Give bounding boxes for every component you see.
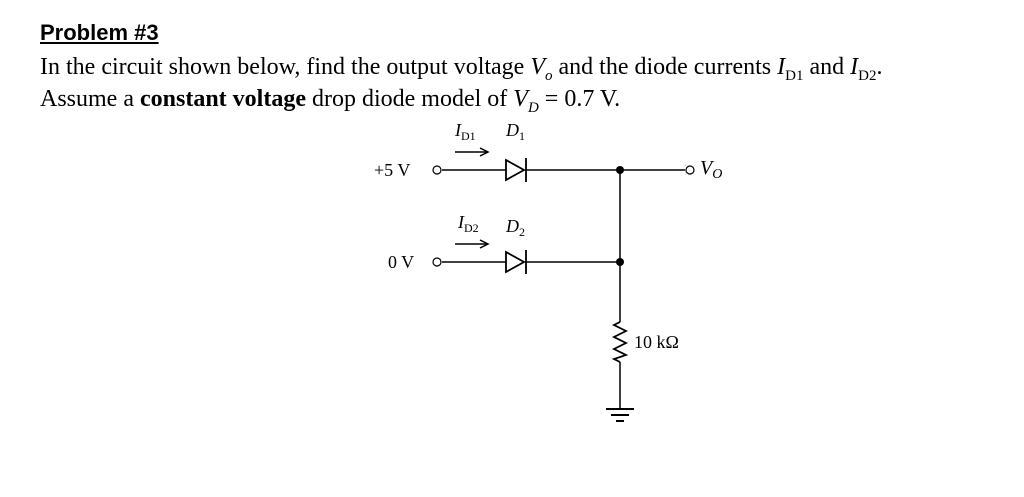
input2-voltage-label: 0 V — [388, 252, 414, 272]
id1-symbol: I — [777, 54, 786, 80]
id1-subscript: D1 — [785, 67, 804, 84]
input2-terminal — [432, 257, 442, 267]
statement-text: = 0.7 V. — [538, 86, 621, 112]
id2-symbol: I — [850, 54, 859, 80]
id1-symbol: I — [454, 120, 462, 140]
output-voltage-label: VO — [700, 157, 722, 182]
problem-heading: Problem #3 — [40, 20, 159, 45]
d2-subscript: 2 — [519, 225, 525, 239]
id2-subscript: D2 — [858, 67, 877, 84]
vo-symbol: V — [530, 54, 546, 80]
id1-subscript: D1 — [461, 129, 476, 143]
current-arrow-id2 — [455, 239, 490, 249]
diode-d1-symbol — [505, 158, 527, 182]
vo-subscript: o — [545, 67, 553, 84]
id2-symbol: I — [457, 212, 465, 232]
vd-subscript: D — [527, 99, 539, 116]
d2-symbol: D — [505, 216, 519, 236]
statement-text: and — [803, 54, 851, 80]
id1-label: ID1 — [454, 120, 476, 143]
id2-label: ID2 — [457, 212, 479, 235]
bold-emphasis: constant voltage — [139, 86, 306, 112]
input1-terminal — [432, 165, 442, 175]
d1-symbol: D — [505, 120, 519, 140]
d2-label: D2 — [505, 216, 525, 239]
statement-text: . — [876, 54, 883, 80]
statement-text: drop diode model of — [305, 86, 514, 112]
problem-statement-line-2: Assume a constant voltage drop diode mod… — [40, 86, 620, 117]
output-terminal — [685, 165, 695, 175]
resistor-value-label: 10 kΩ — [634, 332, 679, 352]
statement-text: In the circuit shown below, find the out… — [40, 54, 531, 80]
statement-text: Assume a — [40, 86, 140, 112]
vd-symbol: V — [513, 86, 528, 112]
junction-dot — [616, 166, 624, 174]
ground-symbol — [606, 408, 634, 422]
current-arrow-id1 — [455, 147, 490, 157]
input1-voltage-label: +5 V — [374, 160, 410, 180]
vo-subscript: O — [712, 167, 722, 182]
diode-d2-symbol — [505, 250, 527, 274]
statement-text: and the diode currents — [552, 54, 778, 80]
vo-symbol: V — [700, 157, 715, 179]
problem-statement-line-1: In the circuit shown below, find the out… — [40, 54, 882, 85]
id2-subscript: D2 — [464, 221, 479, 235]
d1-label: D1 — [505, 120, 525, 143]
junction-dot — [616, 258, 624, 266]
resistor-symbol — [611, 321, 629, 363]
d1-subscript: 1 — [519, 129, 525, 143]
